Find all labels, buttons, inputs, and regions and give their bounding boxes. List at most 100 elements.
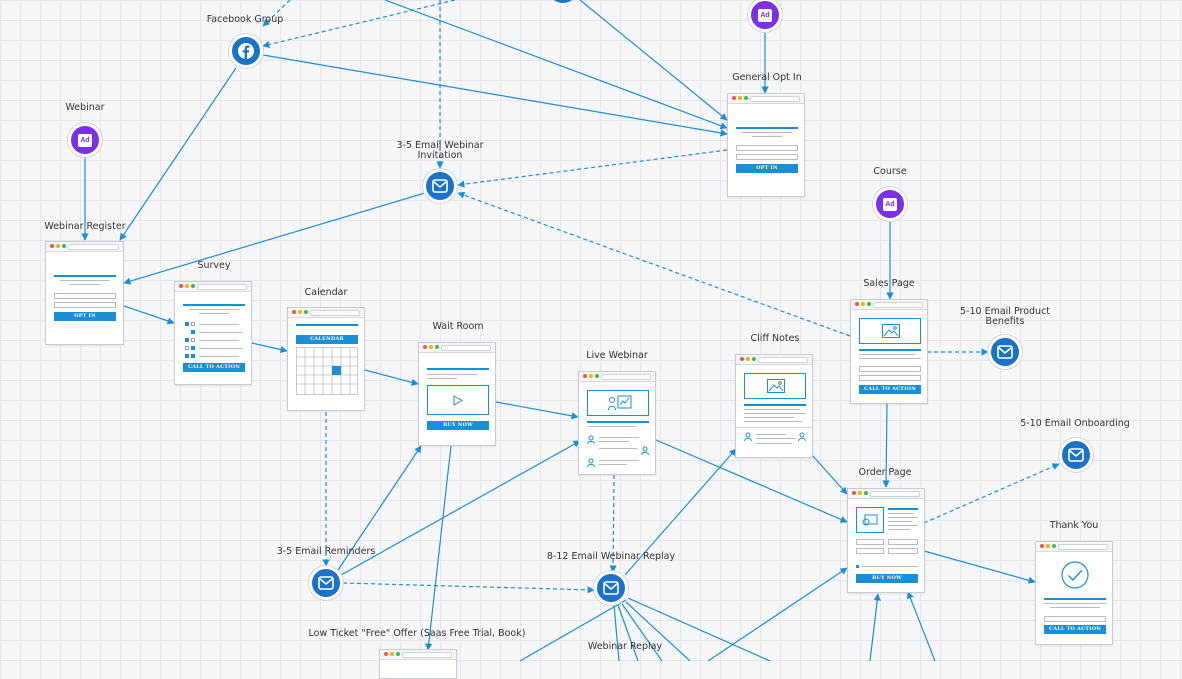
connector [621, 603, 663, 661]
connector [923, 550, 1036, 584]
connector [425, 445, 452, 651]
ad-icon: Ad [758, 8, 772, 22]
ad-node-webinar[interactable]: Ad [68, 123, 102, 157]
image-icon [882, 324, 900, 338]
offscreen-node [554, 0, 572, 3]
calendar-grid [296, 347, 358, 395]
ad-node-course[interactable]: Ad [873, 187, 907, 221]
email-onboarding-node[interactable] [1059, 438, 1093, 472]
buy-now-button: BUY NOW [427, 421, 489, 430]
live-webinar-page[interactable] [578, 371, 656, 475]
connector [119, 67, 237, 241]
webinar-register-page[interactable]: OPT IN [45, 241, 124, 345]
call-to-action-button: CALL TO ACTION [183, 363, 245, 372]
ad-node-general[interactable]: Ad [748, 0, 782, 32]
label-email-reminders: 3-5 Email Reminders [276, 546, 376, 557]
label-wait-room: Wait Room [432, 321, 484, 332]
calendar-page[interactable]: CALENDAR [287, 307, 365, 411]
label-webinar-replay: Webinar Replay [587, 641, 663, 652]
email-reminders-node[interactable] [309, 566, 343, 600]
opt-in-button: OPT IN [736, 164, 798, 173]
product-icon [862, 514, 878, 526]
facebook-group-node[interactable] [229, 34, 263, 68]
email-icon [603, 581, 619, 595]
facebook-icon [238, 43, 254, 59]
label-order-page: Order Page [858, 467, 912, 478]
browser-bar [419, 343, 495, 353]
label-webinar-register: Webinar Register [44, 221, 126, 232]
connector-dashed [923, 463, 1060, 524]
browser-bar [175, 282, 251, 292]
image-frame [744, 373, 806, 399]
connector [625, 601, 691, 661]
low-ticket-offer-page[interactable] [379, 649, 457, 679]
email-icon [1068, 448, 1084, 462]
ad-icon: Ad [78, 133, 92, 147]
connector [123, 192, 426, 285]
browser-bar [728, 94, 804, 104]
sales-page[interactable]: CALL TO ACTION [850, 299, 928, 404]
connector [337, 445, 422, 571]
label-webinar: Webinar [65, 102, 105, 113]
connector [384, 0, 728, 130]
presenter-chart-icon [608, 395, 632, 411]
browser-bar [46, 242, 123, 252]
presentation-frame [587, 390, 649, 416]
wait-room-page[interactable]: BUY NOW [418, 342, 496, 446]
email-product-benefits-node[interactable] [988, 335, 1022, 369]
label-calendar: Calendar [304, 287, 348, 298]
connector [123, 305, 175, 325]
survey-page[interactable]: CALL TO ACTION [174, 281, 252, 385]
connector-dashed [457, 149, 728, 188]
connector [907, 591, 936, 661]
connector [251, 342, 288, 354]
connector [882, 403, 890, 488]
connector [364, 369, 419, 386]
order-page[interactable]: BUY NOW [847, 488, 925, 593]
thank-you-page[interactable]: CALL TO ACTION [1035, 541, 1113, 645]
browser-bar [848, 489, 924, 499]
connector [617, 604, 639, 661]
connector [869, 593, 881, 661]
label-course: Course [873, 166, 907, 177]
email-icon [318, 576, 334, 590]
connector [707, 567, 848, 661]
cliff-notes-page[interactable] [735, 354, 813, 458]
user-icon [587, 435, 595, 444]
connector-dashed [262, 0, 456, 48]
email-webinar-replay-node[interactable] [594, 571, 628, 605]
call-to-action-button: CALL TO ACTION [1044, 625, 1106, 634]
connector-layer [81, 0, 1060, 661]
connector [624, 448, 737, 576]
general-opt-in-page[interactable]: OPT IN [727, 93, 805, 197]
connector [655, 439, 848, 523]
user-icon [641, 446, 649, 455]
product-frame [856, 507, 884, 533]
label-survey: Survey [197, 260, 231, 271]
label-general-opt-in: General Opt In [732, 72, 802, 83]
image-icon [767, 379, 785, 393]
connector [519, 599, 627, 661]
email-webinar-invitation-node[interactable] [423, 169, 457, 203]
buy-now-button: BUY NOW [856, 574, 918, 583]
connector [495, 401, 579, 420]
connector [811, 454, 848, 495]
label-email-product-benefits: 5-10 Email Product Benefits [959, 306, 1051, 327]
label-sales-page: Sales Page [863, 278, 915, 289]
connector [579, 0, 728, 121]
label-email-onboarding: 5-10 Email Onboarding [1020, 418, 1130, 429]
email-icon [432, 179, 448, 193]
browser-bar [1036, 542, 1112, 552]
user-icon [798, 432, 806, 441]
play-icon [453, 395, 463, 406]
connector [613, 604, 620, 661]
opt-in-button: OPT IN [54, 312, 116, 321]
call-to-action-button: CALL TO ACTION [859, 385, 921, 394]
label-thank-you: Thank You [1049, 520, 1099, 531]
connector-dashed [262, 0, 291, 27]
checkmark-icon [1061, 561, 1089, 589]
browser-bar [851, 300, 927, 310]
connector-dashed [609, 474, 617, 573]
user-icon [587, 458, 595, 467]
connector-dashed [342, 582, 595, 594]
